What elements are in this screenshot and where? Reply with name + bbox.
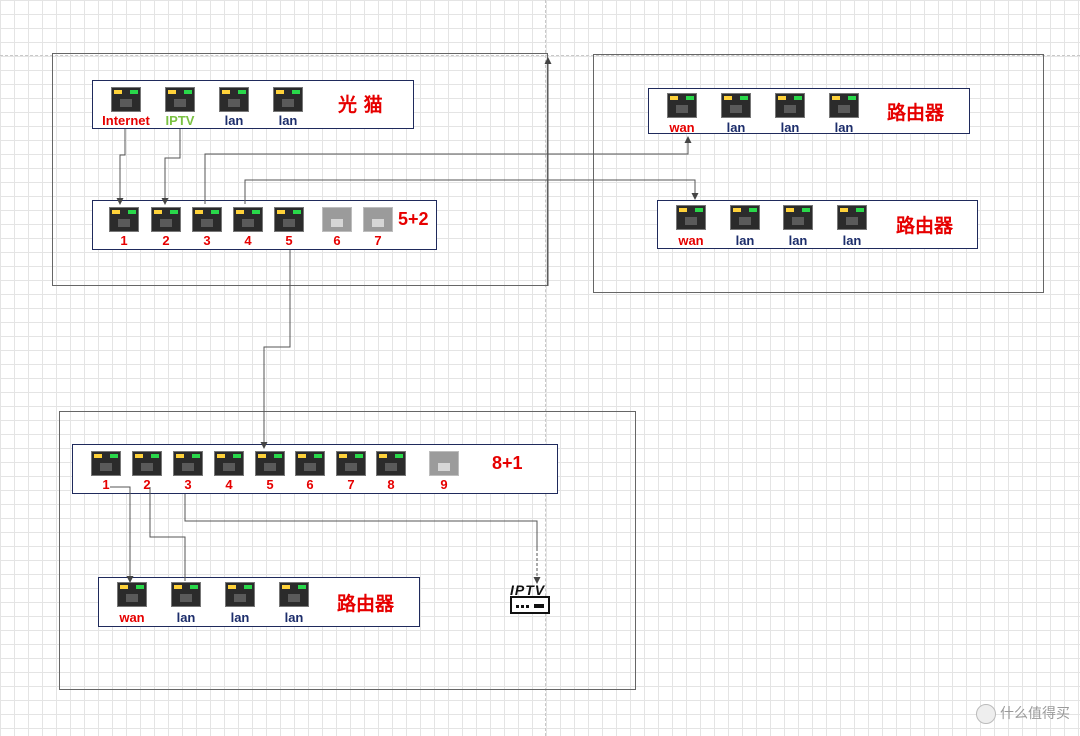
switch-8-1-port-label: 2 — [143, 477, 151, 492]
switch-8-1-port-label: 7 — [347, 477, 355, 492]
wire-internet-to-port-1 — [116, 129, 126, 205]
router-b-device: wan lan lan lan 路由器 — [657, 200, 978, 249]
router-c-port-label: wan — [119, 610, 145, 625]
watermark-logo-icon — [976, 704, 996, 724]
router-c-port-label: lan — [284, 610, 304, 625]
switch-8-1-port-8[interactable] — [376, 451, 406, 476]
switch-5-2-port-label: 3 — [203, 233, 211, 248]
switch-5-2-title: 5+2 — [398, 209, 429, 229]
modem-device: Internet IPTV lan lan 光 猫 — [92, 80, 414, 129]
modem-port-lan-2[interactable] — [273, 87, 303, 112]
router-a-port-label: wan — [669, 120, 695, 135]
modem-port-label: IPTV — [165, 113, 195, 128]
wire-8-1-port-3-to-iptv — [184, 494, 538, 548]
watermark: 什么值得买 — [976, 703, 1070, 724]
modem-port-label: lan — [278, 113, 298, 128]
vertical-guide-line — [545, 0, 546, 736]
router-c-port-lan-3[interactable] — [279, 582, 309, 607]
router-b-title: 路由器 — [896, 215, 954, 237]
switch-5-2-port-5[interactable] — [274, 207, 304, 232]
router-b-port-wan[interactable] — [676, 205, 706, 230]
router-b-port-lan-3[interactable] — [837, 205, 867, 230]
switch-5-2-port-2[interactable] — [151, 207, 181, 232]
router-c-port-label: lan — [176, 610, 196, 625]
router-a-port-lan-3[interactable] — [829, 93, 859, 118]
router-c-device: wan lan lan lan 路由器 — [98, 577, 420, 627]
switch-5-2-port-6[interactable] — [322, 207, 352, 232]
router-b-port-lan-1[interactable] — [730, 205, 760, 230]
switch-8-1-port-label: 4 — [225, 477, 233, 492]
switch-8-1-port-3[interactable] — [173, 451, 203, 476]
switch-8-1-port-5[interactable] — [255, 451, 285, 476]
router-a-device: wan lan lan lan 路由器 — [648, 88, 970, 135]
modem-port-label: lan — [224, 113, 244, 128]
router-a-port-wan[interactable] — [667, 93, 697, 118]
switch-8-1-port-label: 9 — [440, 477, 448, 492]
modem-port-iptv[interactable] — [165, 87, 195, 112]
modem-port-label: Internet — [102, 113, 150, 128]
modem-port-internet[interactable] — [111, 87, 141, 112]
switch-5-2-port-7[interactable] — [363, 207, 393, 232]
switch-8-1-port-4[interactable] — [214, 451, 244, 476]
switch-8-1-title: 8+1 — [492, 453, 523, 473]
router-b-port-label: lan — [788, 233, 808, 248]
router-a-port-lan-1[interactable] — [721, 93, 751, 118]
switch-5-2-port-label: 4 — [244, 233, 252, 248]
switch-8-1-port-label: 8 — [387, 477, 395, 492]
router-c-port-lan-2[interactable] — [225, 582, 255, 607]
switch-8-1-port-6[interactable] — [295, 451, 325, 476]
switch-5-2-port-label: 2 — [162, 233, 170, 248]
switch-8-1-port-label: 6 — [306, 477, 314, 492]
switch-5-2-port-label: 6 — [333, 233, 341, 248]
tv-box-body — [510, 596, 550, 614]
router-b-port-label: lan — [842, 233, 862, 248]
wire-port-5-to-switch-8-1 — [260, 250, 291, 449]
switch-5-2-port-4[interactable] — [233, 207, 263, 232]
router-b-port-label: wan — [678, 233, 704, 248]
wire-8-1-port-2-to-router-c-lan — [149, 487, 186, 581]
wire-iptv-to-port-2 — [161, 129, 181, 205]
iptv-box-icon[interactable]: IPTV — [508, 582, 554, 618]
switch-8-1-port-label: 5 — [266, 477, 274, 492]
switch-8-1-port-9[interactable] — [429, 451, 459, 476]
horizontal-guide-line — [0, 55, 1080, 56]
switch-8-1-port-label: 1 — [102, 477, 110, 492]
router-a-port-label: lan — [726, 120, 746, 135]
switch-5-2-port-label: 1 — [120, 233, 128, 248]
modem-port-lan-1[interactable] — [219, 87, 249, 112]
router-c-port-lan-1[interactable] — [171, 582, 201, 607]
modem-title: 光 猫 — [338, 94, 383, 116]
switch-5-2-device: 1 2 3 4 5 6 7 5+2 — [92, 200, 437, 250]
switch-8-1-port-label: 3 — [184, 477, 192, 492]
switch-8-1-port-2[interactable] — [132, 451, 162, 476]
router-c-title: 路由器 — [337, 593, 395, 615]
switch-8-1-port-7[interactable] — [336, 451, 366, 476]
wire-port-4-to-router-b — [244, 179, 699, 204]
switch-5-2-port-1[interactable] — [109, 207, 139, 232]
group-bottom — [59, 411, 636, 690]
switch-5-2-port-label: 7 — [374, 233, 382, 248]
watermark-text: 什么值得买 — [1000, 706, 1070, 722]
router-a-port-label: lan — [834, 120, 854, 135]
router-a-title: 路由器 — [887, 102, 945, 124]
group-top-right — [593, 54, 1044, 293]
router-a-port-lan-2[interactable] — [775, 93, 805, 118]
switch-8-1-port-1[interactable] — [91, 451, 121, 476]
iptv-box-label: IPTV — [510, 582, 546, 598]
wire-8-1-port-1-to-router-c-wan — [110, 486, 134, 583]
switch-5-2-port-3[interactable] — [192, 207, 222, 232]
router-c-port-label: lan — [230, 610, 250, 625]
switch-5-2-port-label: 5 — [285, 233, 293, 248]
router-b-port-label: lan — [735, 233, 755, 248]
router-a-port-label: lan — [780, 120, 800, 135]
router-b-port-lan-2[interactable] — [783, 205, 813, 230]
wire-port-3-to-router-a — [204, 136, 692, 204]
switch-8-1-device: 1 2 3 4 5 6 7 8 9 8+1 — [72, 444, 558, 494]
